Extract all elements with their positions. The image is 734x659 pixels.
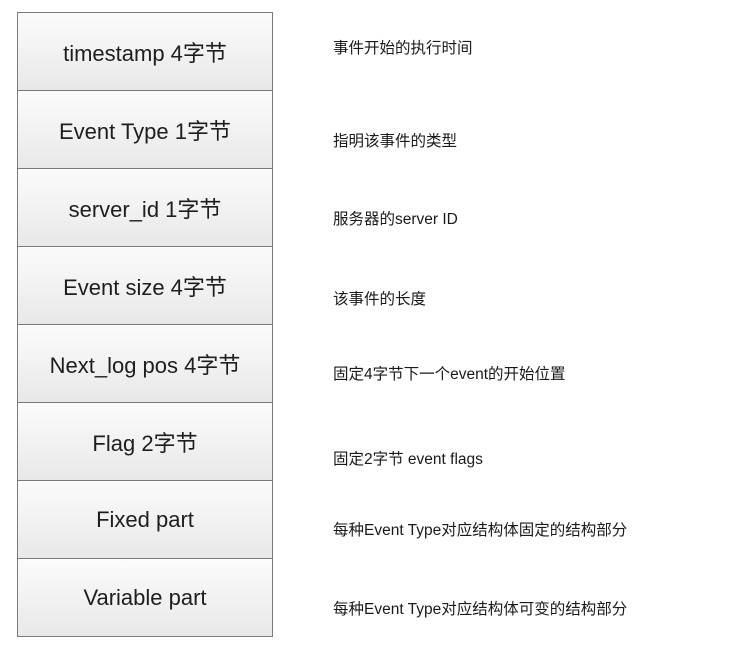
event-field-stack: timestamp 4字节 Event Type 1字节 server_id 1…: [17, 12, 273, 644]
field-next-log-pos: Next_log pos 4字节: [17, 324, 273, 403]
description-event-size: 该事件的长度: [333, 291, 427, 308]
description-server-id: 服务器的server ID: [333, 211, 458, 228]
field-fixed-part: Fixed part: [17, 480, 273, 559]
field-event-type: Event Type 1字节: [17, 90, 273, 169]
field-timestamp: timestamp 4字节: [17, 12, 273, 91]
description-fixed-part: 每种Event Type对应结构体固定的结构部分: [333, 522, 628, 539]
description-next-log-pos: 固定4字节下一个event的开始位置: [333, 366, 566, 383]
field-server-id: server_id 1字节: [17, 168, 273, 247]
field-flag: Flag 2字节: [17, 402, 273, 481]
description-timestamp: 事件开始的执行时间: [333, 40, 473, 57]
description-flag: 固定2字节 event flags: [333, 451, 483, 468]
description-variable-part: 每种Event Type对应结构体可变的结构部分: [333, 601, 628, 618]
description-event-type: 指明该事件的类型: [333, 133, 458, 150]
field-variable-part: Variable part: [17, 558, 273, 637]
field-event-size: Event size 4字节: [17, 246, 273, 325]
